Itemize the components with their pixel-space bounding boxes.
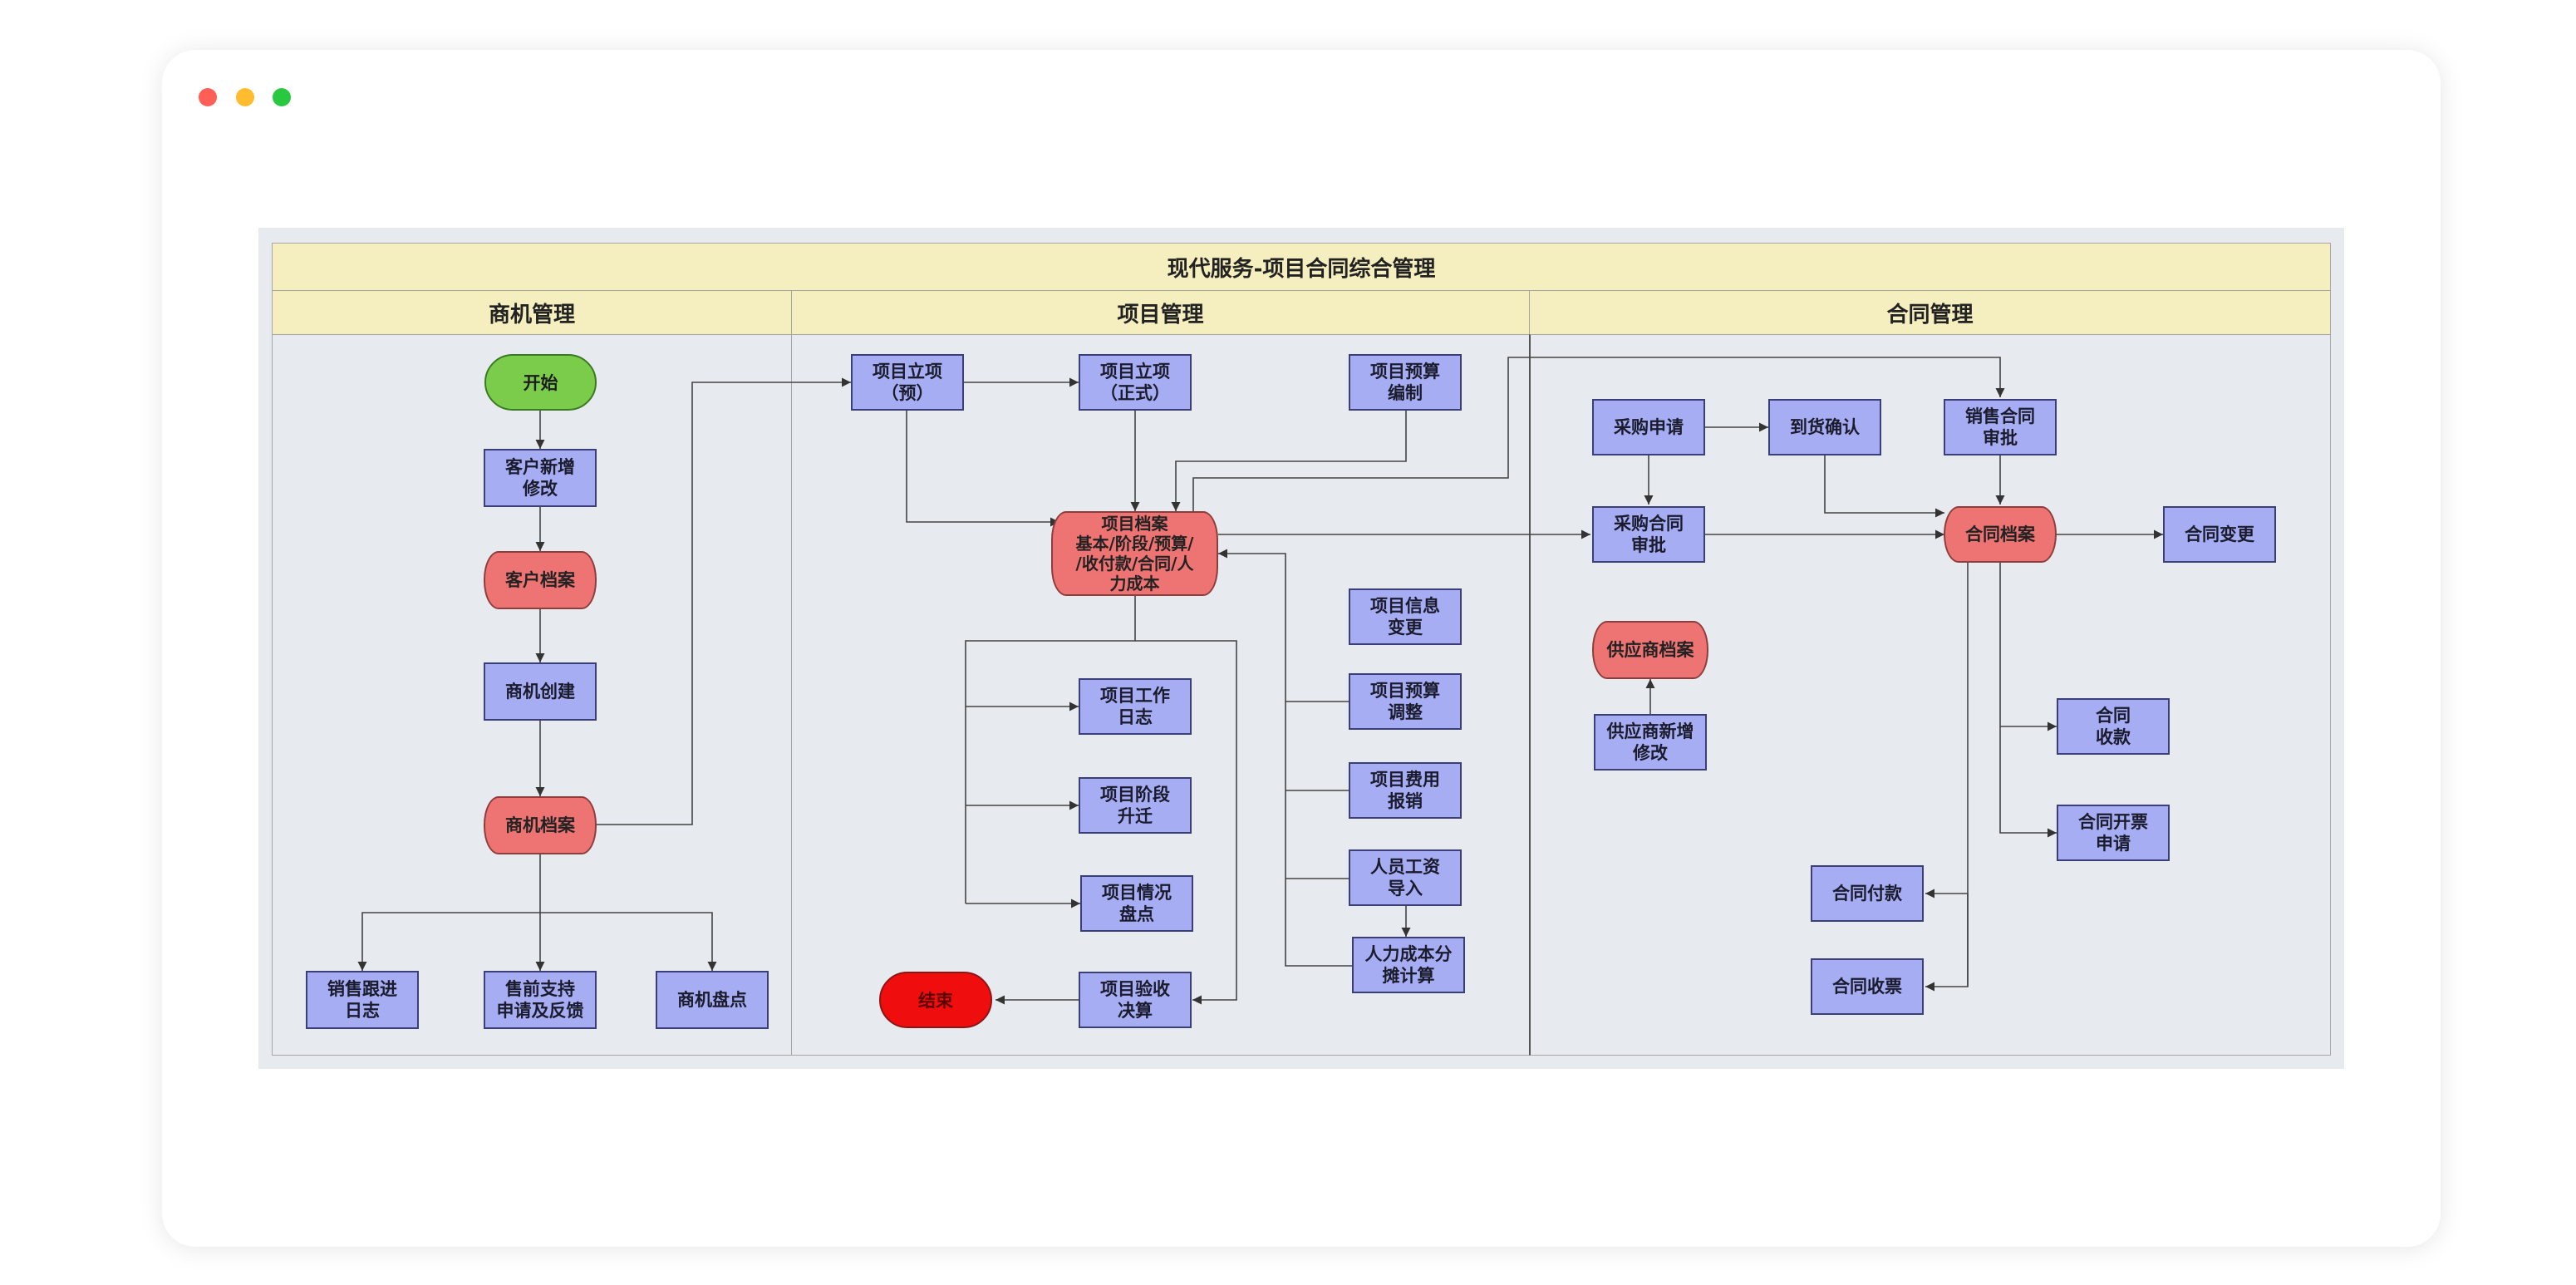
- opportunity-create-node[interactable]: 商机创建: [484, 662, 597, 721]
- contract-receipt-node[interactable]: 合同 收款: [2057, 698, 2170, 755]
- project-budget-node[interactable]: 项目预算 编制: [1349, 354, 1462, 411]
- purchase-contract-approval-node[interactable]: 采购合同 审批: [1592, 506, 1705, 563]
- end-node[interactable]: 结束: [879, 972, 992, 1028]
- project-worklog-node[interactable]: 项目工作 日志: [1079, 678, 1192, 735]
- contract-invoice-node[interactable]: 合同开票 申请: [2057, 805, 2170, 861]
- contract-change-node[interactable]: 合同变更: [2163, 506, 2276, 563]
- project-formal-node[interactable]: 项目立项 （正式）: [1079, 354, 1192, 411]
- minimize-window-dot[interactable]: [236, 88, 254, 106]
- sales-contract-approval-node[interactable]: 销售合同 审批: [1944, 399, 2057, 455]
- presales-node[interactable]: 售前支持 申请及反馈: [484, 971, 597, 1029]
- contract-archive-node[interactable]: 合同档案: [1944, 506, 2057, 563]
- opportunity-archive-node[interactable]: 商机档案: [484, 796, 597, 854]
- project-pre-node[interactable]: 项目立项 （预）: [851, 354, 964, 411]
- salary-import-node[interactable]: 人员工资 导入: [1349, 849, 1462, 906]
- lane-contract: [1529, 334, 2331, 1056]
- maximize-window-dot[interactable]: [273, 88, 291, 106]
- project-info-change-node[interactable]: 项目信息 变更: [1349, 588, 1462, 645]
- opportunity-inventory-node[interactable]: 商机盘点: [656, 971, 769, 1029]
- customer-archive-node[interactable]: 客户档案: [484, 551, 597, 609]
- project-archive-node[interactable]: 项目档案 基本/阶段/预算/ /收付款/合同/人 力成本: [1051, 511, 1218, 596]
- lane-header-contract: 合同管理: [1529, 290, 2331, 335]
- project-status-node[interactable]: 项目情况 盘点: [1080, 875, 1193, 932]
- lane-header-project: 项目管理: [791, 290, 1530, 335]
- sales-log-node[interactable]: 销售跟进 日志: [306, 971, 419, 1029]
- start-node[interactable]: 开始: [484, 354, 597, 411]
- diagram-canvas: [258, 228, 2344, 1069]
- project-acceptance-node[interactable]: 项目验收 决算: [1079, 972, 1192, 1028]
- close-window-dot[interactable]: [199, 88, 217, 106]
- customer-add-node[interactable]: 客户新增 修改: [484, 449, 597, 507]
- supplier-archive-node[interactable]: 供应商档案: [1592, 621, 1708, 679]
- lane-header-opportunity: 商机管理: [272, 290, 792, 335]
- project-stage-node[interactable]: 项目阶段 升迁: [1079, 777, 1192, 834]
- diagram-title: 现代服务-项目合同综合管理: [272, 243, 2331, 291]
- arrival-confirm-node[interactable]: 到货确认: [1768, 399, 1881, 455]
- purchase-request-node[interactable]: 采购申请: [1592, 399, 1705, 455]
- contract-payment-node[interactable]: 合同付款: [1811, 865, 1924, 922]
- project-budget-adjust-node[interactable]: 项目预算 调整: [1349, 673, 1462, 730]
- supplier-add-node[interactable]: 供应商新增 修改: [1594, 714, 1707, 771]
- project-expense-node[interactable]: 项目费用 报销: [1349, 762, 1462, 819]
- contract-ticket-node[interactable]: 合同收票: [1811, 958, 1924, 1015]
- labor-cost-node[interactable]: 人力成本分 摊计算: [1352, 937, 1465, 993]
